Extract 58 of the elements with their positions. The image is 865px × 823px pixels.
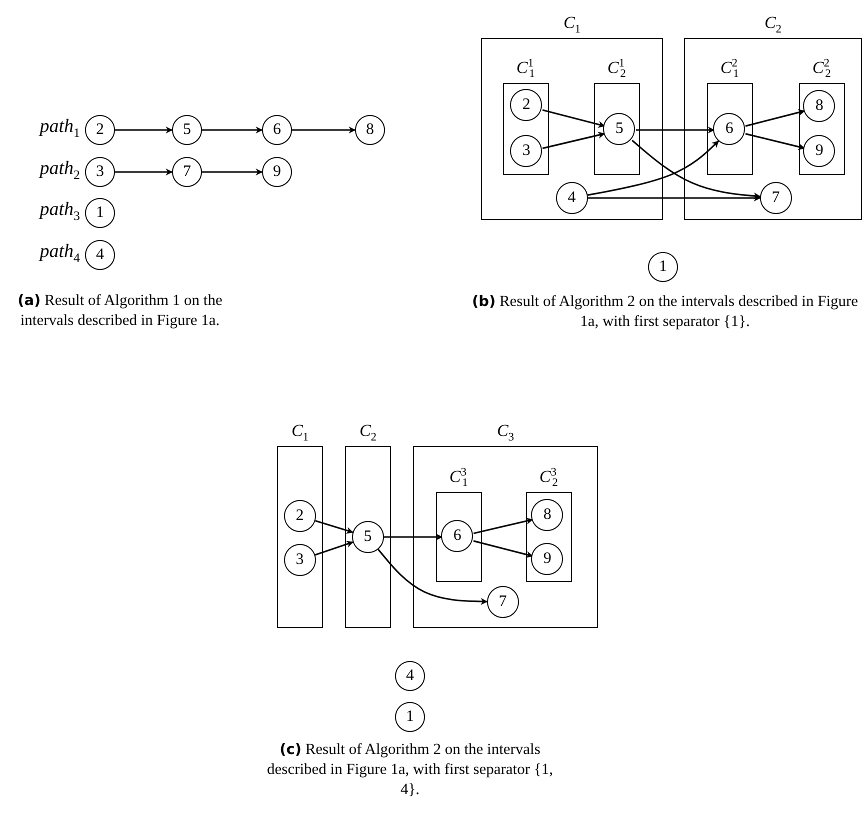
arrow [473, 518, 534, 534]
arrow [636, 126, 715, 134]
node-circle: 4 [395, 661, 425, 691]
node-circle: 8 [803, 90, 836, 122]
arrow [542, 132, 606, 150]
node-circle: 7 [486, 586, 519, 618]
arrow [202, 168, 263, 176]
node-circle: 1 [395, 702, 425, 732]
arrow [632, 140, 761, 200]
cluster-label: C$_{2}$ [764, 13, 782, 33]
cluster-label: C$_{1}$ [291, 421, 309, 441]
arrow [745, 109, 806, 127]
node-circle: 2 [510, 89, 542, 122]
node-circle: 5 [352, 520, 384, 553]
arrow [314, 540, 354, 556]
node-circle: 9 [531, 543, 564, 576]
path-label: path$_{4}$ [40, 241, 80, 263]
arrow [588, 194, 761, 202]
figure-caption: (c) Result of Algorithm 2 on the intervals described in Figure 1a, with first separator {1, 4}. [266, 740, 554, 800]
node-circle: 2 [284, 500, 316, 532]
node-circle: 8 [355, 115, 385, 145]
node-circle: 3 [284, 544, 316, 576]
path-label: path$_{3}$ [40, 199, 80, 221]
node-circle: 3 [85, 157, 115, 187]
node-circle: 7 [172, 157, 202, 187]
cluster-label: C$_{1}$ [563, 13, 581, 33]
cluster-label: C$_{3}$ [496, 421, 514, 441]
node-circle: 1 [648, 252, 678, 282]
path-label: path$_{1}$ [40, 116, 80, 138]
path-label: path$_{2}$ [40, 158, 80, 180]
arrow [473, 540, 534, 558]
node-circle: 9 [262, 157, 292, 187]
node-circle: 8 [531, 499, 564, 532]
node-circle: 5 [603, 113, 636, 146]
node-circle: 4 [556, 182, 588, 214]
node-circle: 7 [760, 182, 792, 214]
arrow [115, 168, 173, 176]
arrow [588, 140, 720, 196]
node-circle: 6 [262, 115, 292, 145]
figure-caption: (b) Result of Algorithm 2 on the intervals described in Figure 1a, with first separator {1}. [470, 292, 860, 332]
arrow [315, 520, 354, 534]
node-circle: 9 [803, 135, 836, 168]
arrow [384, 534, 443, 540]
arrow [115, 126, 173, 134]
node-circle: 6 [441, 520, 474, 552]
node-circle: 4 [85, 240, 115, 270]
arrow [542, 109, 606, 128]
node-circle: 2 [85, 115, 115, 145]
node-circle: 1 [85, 198, 115, 228]
figure-caption: (a) Result of Algorithm 1 on the intervals described in Figure 1a. [16, 291, 224, 332]
arrow [202, 126, 263, 134]
arrow [745, 133, 806, 150]
node-circle: 6 [713, 113, 746, 146]
node-circle: 3 [510, 135, 542, 168]
arrow [378, 548, 488, 605]
node-circle: 5 [172, 115, 202, 145]
cluster-label: C$_{2}$ [359, 421, 377, 441]
arrow [292, 126, 356, 134]
